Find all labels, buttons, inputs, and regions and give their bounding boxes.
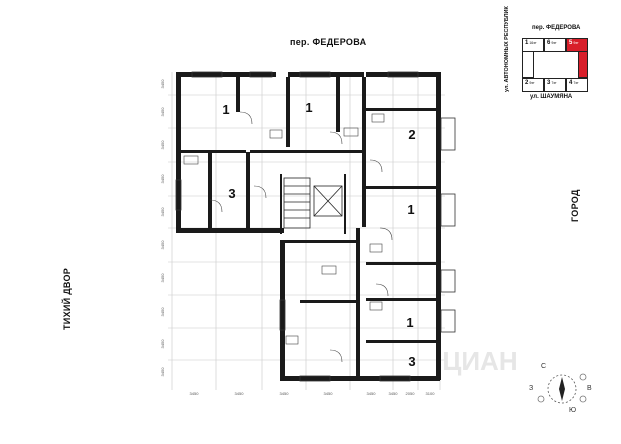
street-label-right: ГОРОД xyxy=(570,189,580,222)
dimension-label: 3450 xyxy=(160,107,165,117)
compass-west: З xyxy=(529,385,534,392)
section-cell-left-wing xyxy=(522,52,534,78)
section-cell-active[interactable]: 59эт xyxy=(566,38,588,52)
apartment-number: 3 xyxy=(408,354,415,369)
dimension-label: 3450 xyxy=(389,391,399,396)
left-dimensions: 3450 3450 3450 3450 3450 3450 3450 3450 … xyxy=(160,79,165,377)
dimension-label: 3450 xyxy=(324,391,334,396)
walls xyxy=(176,72,441,381)
key-plan-street-left: ул. АВТОНОМНЫХ РЕСПУБЛИК xyxy=(504,6,510,92)
apartment-number: 1 xyxy=(222,102,229,117)
key-plan: пер. ФЕДЕРОВА ул. АВТОНОМНЫХ РЕСПУБЛИК у… xyxy=(500,6,615,112)
dimension-label: 3450 xyxy=(160,174,165,184)
compass: С Ю В З xyxy=(527,363,597,418)
dimension-label: 3450 xyxy=(160,79,165,89)
stair-core xyxy=(283,177,343,229)
section-cell[interactable]: 47эт xyxy=(566,78,588,92)
dimension-label: 3450 xyxy=(160,140,165,150)
dimension-label: 3450 xyxy=(160,240,165,250)
dimension-label: 3450 xyxy=(160,367,165,377)
sun-icon xyxy=(579,373,587,381)
apartment-number: 2 xyxy=(408,127,415,142)
apartment-number: 1 xyxy=(406,315,413,330)
dimension-label: 2050 xyxy=(406,391,416,396)
dimension-label: 3450 xyxy=(190,391,200,396)
fixtures xyxy=(183,111,393,363)
apartment-number: 1 xyxy=(407,202,414,217)
street-label-left: ТИХИЙ ДВОР xyxy=(62,267,72,330)
dimension-label: 3450 xyxy=(280,391,290,396)
windows xyxy=(175,71,456,382)
compass-icon xyxy=(537,373,587,404)
section-cell[interactable]: 69эт xyxy=(544,38,566,52)
dimension-label: 3450 xyxy=(235,391,245,396)
compass-north: С xyxy=(541,363,547,370)
section-cell[interactable]: 116эт xyxy=(522,38,544,52)
key-plan-street-top: пер. ФЕДЕРОВА xyxy=(532,25,581,31)
dimension-label: 3450 xyxy=(160,307,165,317)
dimension-label: 3450 xyxy=(160,273,165,283)
apartment-number: 3 xyxy=(228,186,235,201)
street-label-top: пер. ФЕДЕРОВА xyxy=(290,37,367,47)
dimension-label: 3100 xyxy=(426,391,436,396)
sun-icon xyxy=(537,395,545,403)
dimension-label: 3450 xyxy=(160,339,165,349)
watermark: ЦИАН xyxy=(442,346,517,376)
compass-south: Ю xyxy=(569,407,577,414)
bottom-dimensions: 3450 3450 3450 3450 3450 3450 2050 3100 xyxy=(190,391,436,396)
dimension-label: 3450 xyxy=(367,391,377,396)
compass-east: В xyxy=(587,385,592,392)
sun-icon xyxy=(579,395,587,403)
apartment-number: 1 xyxy=(305,100,312,115)
section-cell[interactable]: 37эт xyxy=(544,78,566,92)
section-cell[interactable]: 29эт xyxy=(522,78,544,92)
key-plan-street-bottom: ул. ШАУМЯНА xyxy=(530,94,573,100)
section-cell-active-wing xyxy=(578,52,588,78)
dimension-label: 3450 xyxy=(160,207,165,217)
